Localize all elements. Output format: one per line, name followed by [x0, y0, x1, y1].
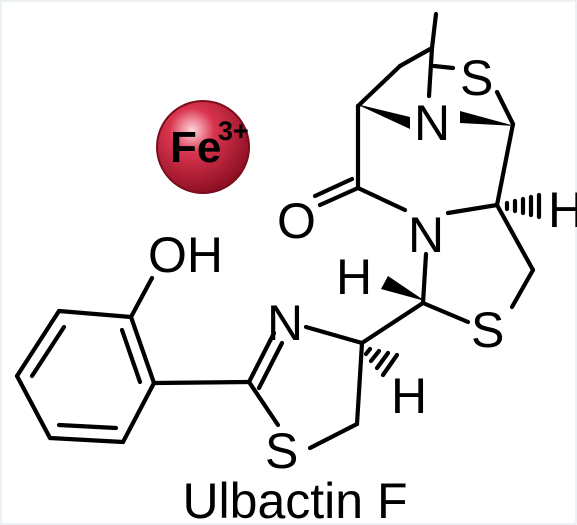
- atom-s-bridge: S: [460, 50, 493, 106]
- bond-ar-inner-2: [56, 422, 119, 431]
- bond-ar5-ar6: [47, 435, 126, 445]
- bicyclic-bridge: [355, 11, 516, 208]
- bond-ar1-ar2: [128, 314, 157, 386]
- bond-carbonyl-c-o-2: [312, 176, 355, 199]
- bond-carbonyl-c-namide: [355, 185, 408, 213]
- atom-s-thiazoline: S: [265, 423, 298, 479]
- iron-ion-charge: 3+: [218, 116, 249, 146]
- bond-ar4-ar5: [14, 373, 53, 441]
- atom-h-right: H: [548, 182, 577, 238]
- bond-n-c5: [303, 324, 365, 346]
- bond-ar2-oh: [128, 275, 155, 320]
- bond-s-c2: [494, 89, 516, 127]
- iron-ion-sphere: [156, 100, 250, 194]
- atom-h-thiazoline: H: [391, 368, 427, 424]
- hash-bond-c5-h: [363, 346, 400, 378]
- compound-caption: Ulbactin F: [182, 473, 407, 525]
- bond-s-caminal: [420, 300, 471, 325]
- atom-o-carbonyl: O: [277, 193, 316, 249]
- hash-c: [374, 350, 391, 371]
- bond-ctop-s: [431, 63, 456, 71]
- bond-c2thz-n-2: [256, 340, 285, 391]
- bond-s-c2thz: [246, 379, 281, 428]
- iron-ion-symbol: Fe: [170, 123, 221, 172]
- bond-c5-c6: [354, 340, 365, 427]
- bond-c3-c4: [494, 202, 536, 273]
- phenol-ring: [14, 275, 252, 445]
- thiazoline-ring: [246, 324, 400, 451]
- iron-ion: Fe 3+: [156, 100, 250, 194]
- bond-c4-s: [509, 267, 536, 310]
- bond-c2-c3: [494, 121, 516, 208]
- wedge-c1-n: [356, 104, 410, 129]
- hash-a: [363, 346, 373, 357]
- hash-bond-c3-h: [504, 192, 542, 220]
- bond-ar6-ar1: [120, 380, 157, 445]
- atom-oh: OH: [148, 227, 223, 283]
- atom-labels: S N O N H H S OH N S H: [148, 50, 577, 479]
- hash-d: [380, 352, 400, 378]
- bond-ar-inner-1: [29, 324, 67, 379]
- bond-ctop-nbridge: [426, 45, 435, 99]
- bond-c1-cbridge: [355, 63, 403, 109]
- atom-h-aminal: H: [336, 249, 372, 305]
- wedge-n-c2: [460, 111, 515, 126]
- bond-carbonyl-c-o-1: [317, 185, 361, 208]
- bond-ar2-ar3: [56, 308, 134, 320]
- wedge-caminal-h: [381, 276, 425, 301]
- bond-ctop-methyl: [429, 11, 439, 51]
- atom-n-bridge: N: [414, 95, 450, 151]
- bond-ar3-ar4: [14, 308, 62, 379]
- atom-s-thiazolidine: S: [471, 302, 504, 358]
- bond-cbridge-ctop: [397, 45, 435, 69]
- carbonyl-group: [312, 176, 408, 213]
- bond-ar-inner-3: [119, 327, 143, 385]
- bond-namide-c3: [445, 202, 500, 216]
- hash-b: [368, 348, 382, 364]
- bond-caminal-namide: [420, 251, 429, 306]
- bond-c2thz-n-1: [246, 330, 277, 385]
- bond-caminal-c5: [359, 300, 426, 346]
- bond-c6-s: [307, 421, 360, 451]
- bond-ar1-c2thz: [151, 379, 252, 386]
- atom-n-amide: N: [408, 207, 444, 263]
- thiazolidine-ring: [359, 202, 536, 346]
- atom-n-thiazoline: N: [267, 295, 303, 351]
